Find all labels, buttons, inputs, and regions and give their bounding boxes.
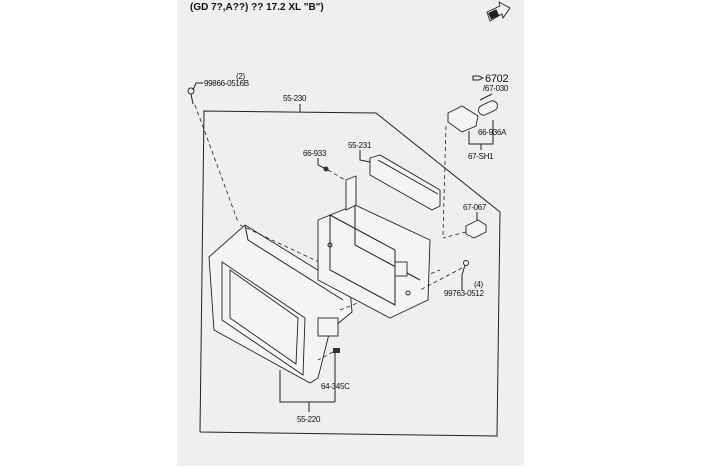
mounting-bracket [317,175,431,319]
label-67-067: 67-067 [463,203,487,212]
label-qty-2: (2) [236,72,246,81]
clip-64-345C [333,348,340,353]
label-64-345C: 64-345C [321,382,350,391]
socket-66-936A [447,100,498,133]
label-55-231: 55-231 [348,141,372,150]
label-qty-4: (4) [474,280,484,289]
bracket-55-231 [369,154,441,211]
label-99763-0512: 99763-0512 [444,289,485,298]
label-66-933: 66-933 [303,149,327,158]
reference-hand-icon [472,75,485,81]
clip-66-933 [323,166,329,172]
screw-icon [461,260,469,276]
label-66-936A: 66-936A [478,128,507,137]
connector-67-067 [465,219,487,239]
label-99866-0516B: 99866-0516B [204,79,249,88]
assembly-outline [199,110,501,437]
screw-icon [187,82,203,105]
label-6702: 6702 [485,73,508,85]
front-panel [208,224,353,384]
label-67-030: /67-030 [483,84,509,93]
label-67-SH1: 67-SH1 [468,152,494,161]
label-55-230: 55-230 [283,94,307,103]
label-55-220: 55-220 [297,415,321,424]
front-arrow-icon [486,1,511,22]
header-caption: (GD 7?,A??) ?? 17.2 XL "B") [190,2,324,13]
